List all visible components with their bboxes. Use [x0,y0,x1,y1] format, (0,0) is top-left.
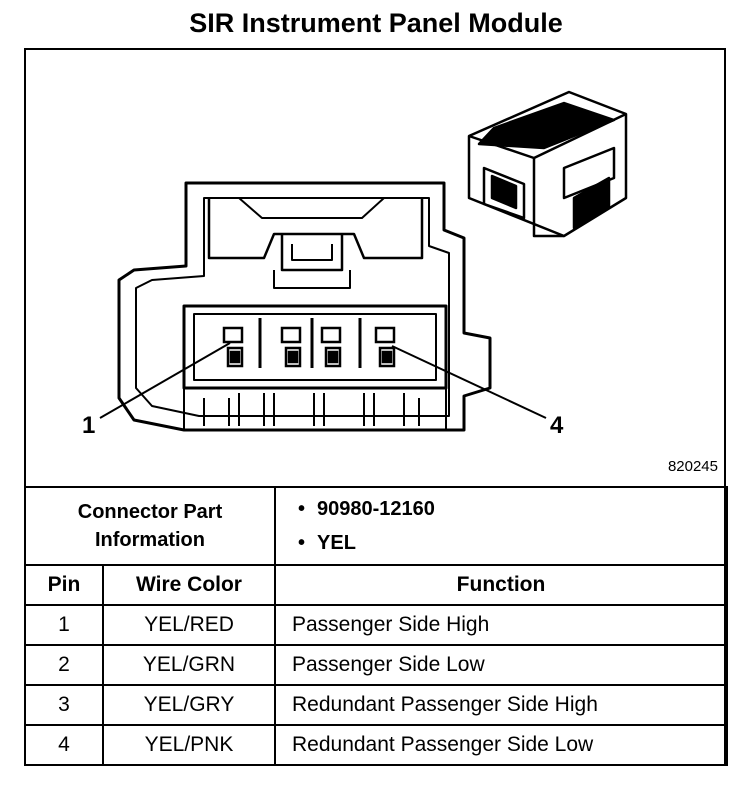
function-cell: Passenger Side High [274,604,728,646]
wire-color-cell: YEL/GRN [102,644,276,686]
wire-color-cell: YEL/RED [102,604,276,646]
pin-terminals [222,318,396,368]
connector-diagram: 1 4 [24,48,726,488]
function-cell: Passenger Side Low [274,644,728,686]
pin-cell: 1 [24,604,104,646]
table-row: 3 YEL/GRY Redundant Passenger Side High [24,684,728,726]
connector-info-row: Connector Part Information 90980-12160 Y… [24,486,728,566]
callout-leader-1 [99,342,231,419]
connector-info-label: Connector Part Information [24,486,276,566]
connector-info-values: 90980-12160 YEL [274,486,728,566]
page-title: SIR Instrument Panel Module [189,8,563,38]
callout-label-4: 4 [550,412,564,439]
connector-drawing: 1 4 [82,90,628,439]
wire-color-cell: YEL/GRY [102,684,276,726]
pin-2-terminal [280,326,302,368]
header-wire-color: Wire Color [102,564,276,606]
function-cell: Redundant Passenger Side Low [274,724,728,766]
function-cell: Redundant Passenger Side High [274,684,728,726]
connector-latch [207,198,424,260]
header-function: Function [274,564,728,606]
pin-cell: 4 [24,724,104,766]
pinout-table: Connector Part Information 90980-12160 Y… [24,486,728,766]
pin-3-terminal [320,326,342,368]
terminal-block [182,304,448,390]
drawing-number: 820245 [667,458,718,475]
connector-info-label-line2: Information [95,529,205,551]
callout-label-1: 1 [82,412,95,439]
connector-3d-view [467,90,628,238]
connector-part-number: 90980-12160 [298,492,726,526]
table-row: 2 YEL/GRN Passenger Side Low [24,644,728,686]
pin-1-terminal [222,326,244,368]
header-pin: Pin [24,564,104,606]
connector-inner-shell [135,197,450,417]
callout-leader-4 [391,345,547,419]
pin-cell: 2 [24,644,104,686]
table-row: 4 YEL/PNK Redundant Passenger Side Low [24,724,728,766]
diagram-frame [24,48,726,766]
connector-info-label-line1: Connector Part [77,501,223,523]
wire-color-cell: YEL/PNK [102,724,276,766]
pin-cell: 3 [24,684,104,726]
pin-4-terminal [374,326,396,368]
connector-outer-shell [117,181,492,432]
table-row: 1 YEL/RED Passenger Side High [24,604,728,646]
table-header-row: Pin Wire Color Function [24,564,728,606]
connector-color: YEL [298,526,726,560]
